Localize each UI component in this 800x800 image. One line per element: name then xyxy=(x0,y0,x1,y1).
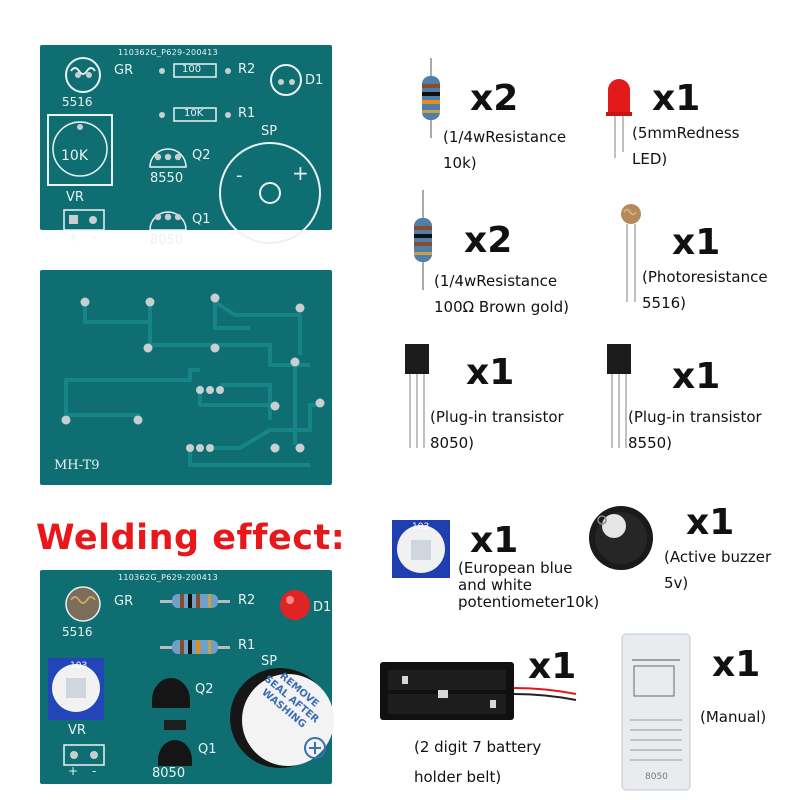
transistor-8550-desc: (Plug-in transistor 8550) xyxy=(628,404,762,456)
assembled-board-code: 110362G_P629-200413 xyxy=(118,573,218,582)
assembled-label-q1: Q1 xyxy=(198,742,217,757)
assembled-label-d1: D1 xyxy=(313,600,332,615)
board-model: MH-T9 xyxy=(54,458,100,473)
label-r2-value: 100 xyxy=(182,64,202,75)
potentiometer-desc-line-3: potentiometer10k) xyxy=(458,593,600,611)
label-minus: - xyxy=(92,230,97,244)
transistor-8550-desc-line-1: (Plug-in transistor xyxy=(628,408,762,426)
resistor-10k-qty: x2 xyxy=(470,78,519,119)
assembled-label-vr: VR xyxy=(68,723,86,738)
transistor-8050-desc-line-2: 8050) xyxy=(430,434,475,452)
label-r2: R2 xyxy=(238,62,256,77)
label-speaker-plus: + xyxy=(292,161,309,185)
assembled-label-gr: GR xyxy=(114,594,134,609)
resistor-10k-desc: (1/4wResistance 10k) xyxy=(443,124,566,176)
buzzer-icon xyxy=(589,506,653,570)
resistor-100-qty: x2 xyxy=(464,220,513,261)
photoresistor-desc-line-1: (Photoresistance xyxy=(642,268,768,286)
battery-holder-icon xyxy=(380,662,577,720)
label-gr: GR xyxy=(114,63,134,78)
pcb-component-side: 110362G_P629-200413 GR 5516 100 R2 10K xyxy=(40,45,332,248)
transistor-8550-icon xyxy=(607,344,631,448)
photoresistor-qty: x1 xyxy=(672,222,721,263)
assembled-label-plus: + xyxy=(68,764,79,778)
transistor-8050-desc-line-1: (Plug-in transistor xyxy=(430,408,564,426)
buzzer-qty: x1 xyxy=(686,502,735,543)
assembled-label-q2: Q2 xyxy=(195,682,214,697)
assembled-label-r1: R1 xyxy=(238,638,256,653)
resistor-10k-desc-line-2: 10k) xyxy=(443,154,477,172)
assembled-label-8050: 8050 xyxy=(152,766,186,781)
manual-desc-line-1: (Manual) xyxy=(700,708,767,726)
buzzer-desc-line-2: 5v) xyxy=(664,574,689,592)
resistor-100-icon xyxy=(414,190,432,290)
potentiometer-qty: x1 xyxy=(470,520,519,561)
battery-holder-qty: x1 xyxy=(528,646,577,687)
transistor-8550-qty: x1 xyxy=(672,356,721,397)
assembled-label-sp: SP xyxy=(261,654,278,669)
led-desc: (5mmRedness LED) xyxy=(632,120,739,172)
assembled-pot-code: 103 xyxy=(70,661,88,671)
potentiometer-desc-line-2: and white xyxy=(458,576,533,594)
label-sp: SP xyxy=(261,124,278,139)
assembled-label-5516: 5516 xyxy=(62,625,93,639)
battery-holder-desc-line-1: (2 digit 7 battery xyxy=(414,738,542,756)
potentiometer-desc: (European blue and white potentiometer10… xyxy=(458,560,599,611)
photoresistor-icon xyxy=(621,204,641,302)
label-vr: VR xyxy=(66,190,84,205)
assembled-label-r2: R2 xyxy=(238,593,256,608)
label-q1: Q1 xyxy=(192,212,211,227)
manual-code: 8050 xyxy=(645,772,668,782)
potentiometer-icon xyxy=(392,520,450,578)
potentiometer-desc-line-1: (European blue xyxy=(458,559,573,577)
transistor-8050-qty: x1 xyxy=(466,352,515,393)
label-speaker-minus: - xyxy=(236,165,243,186)
board-code: 110362G_P629-200413 xyxy=(118,48,218,57)
label-5516: 5516 xyxy=(62,95,93,109)
battery-holder-desc-line-2: holder belt) xyxy=(414,768,502,786)
pcb-silkscreen-art xyxy=(47,57,321,244)
photoresistor-desc-line-2: 5516) xyxy=(642,294,687,312)
label-vr-value: 10K xyxy=(61,148,88,164)
label-r1-value: 10K xyxy=(184,108,204,119)
buzzer-desc: (Active buzzer 5v) xyxy=(664,544,771,596)
led-desc-line-2: LED) xyxy=(632,150,668,168)
assembled-label-minus: - xyxy=(92,764,97,778)
resistor-100-desc: (1/4wResistance 100Ω Brown gold) xyxy=(434,268,569,320)
label-q2: Q2 xyxy=(192,148,211,163)
pcb-traces xyxy=(61,293,325,467)
label-8050: 8050 xyxy=(150,233,184,248)
resistor-10k-desc-line-1: (1/4wResistance xyxy=(443,128,567,146)
pcb-assembled: 110362G_P629-200413 xyxy=(40,570,334,784)
label-plus: + xyxy=(68,230,79,244)
transistor-8550-desc-line-2: 8550) xyxy=(628,434,673,452)
photoresistor-desc: (Photoresistance 5516) xyxy=(642,264,768,316)
manual-desc: (Manual) xyxy=(700,704,766,730)
manual-icon xyxy=(621,633,691,791)
resistor-100-desc-line-1: (1/4wResistance xyxy=(434,272,558,290)
resistor-10k-icon xyxy=(422,58,440,138)
manual-qty: x1 xyxy=(712,644,761,685)
battery-holder-desc: (2 digit 7 battery holder belt) xyxy=(414,732,541,792)
welding-effect-heading: Welding effect: xyxy=(36,518,346,558)
buzzer-desc-line-1: (Active buzzer xyxy=(664,548,772,566)
led-icon xyxy=(606,79,632,158)
led-desc-line-1: (5mmRedness xyxy=(632,124,740,142)
transistor-8050-desc: (Plug-in transistor 8050) xyxy=(430,404,564,456)
resistor-100-desc-line-2: 100Ω Brown gold) xyxy=(434,298,569,316)
pcb-solder-side: MH-T9 xyxy=(40,270,332,485)
label-d1: D1 xyxy=(305,73,324,88)
label-r1: R1 xyxy=(238,106,256,121)
assembled-components-art xyxy=(48,586,334,768)
potentiometer-code: 103 xyxy=(412,522,430,532)
transistor-8050-icon xyxy=(405,344,429,448)
label-8550: 8550 xyxy=(150,171,184,186)
led-qty: x1 xyxy=(652,78,701,119)
